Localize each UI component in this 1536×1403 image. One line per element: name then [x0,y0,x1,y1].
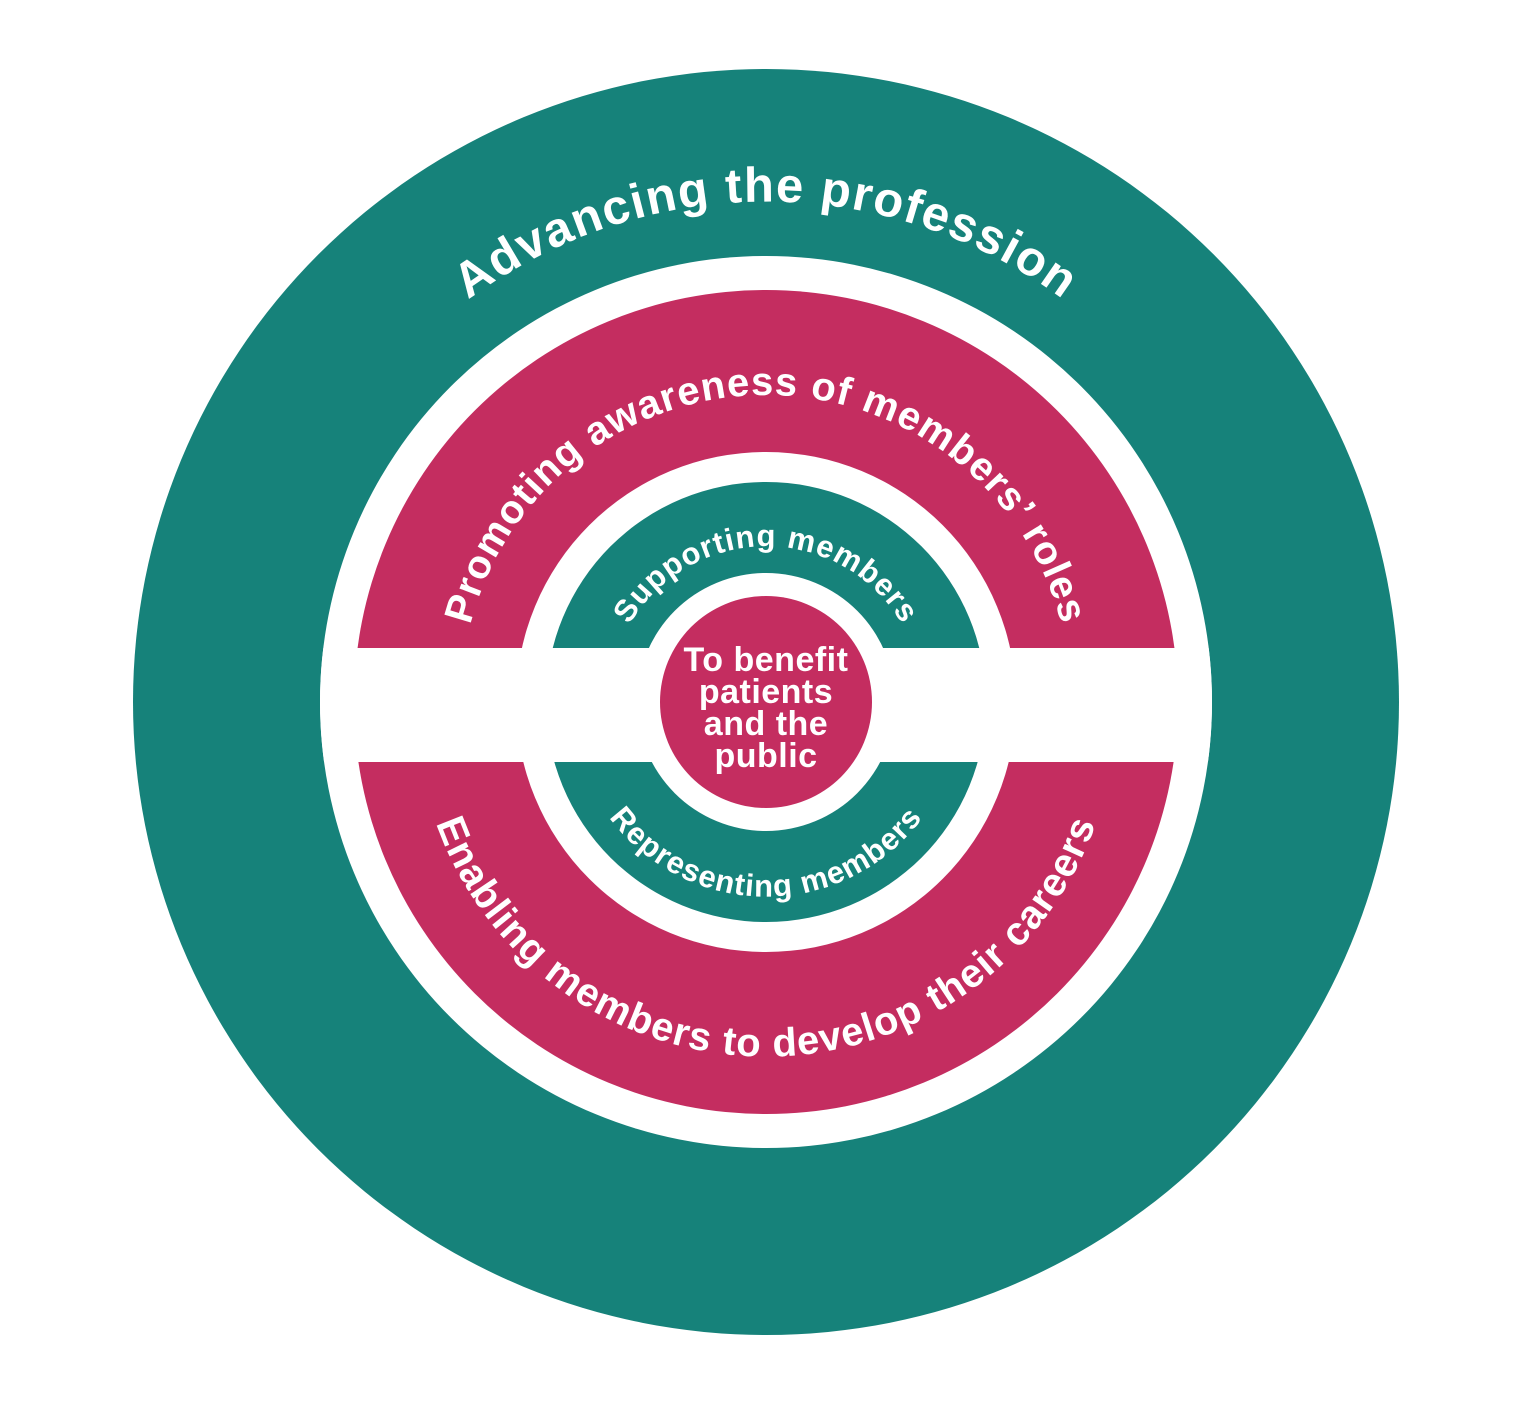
center-label-line4: public [714,737,817,775]
center-label-line2: patients [699,673,833,711]
center-label-line1: To benefit [684,641,849,679]
center-label: To benefit patients and the public [684,641,849,775]
center-pink-circle [660,596,872,808]
center-label-line3: and the [704,705,828,743]
